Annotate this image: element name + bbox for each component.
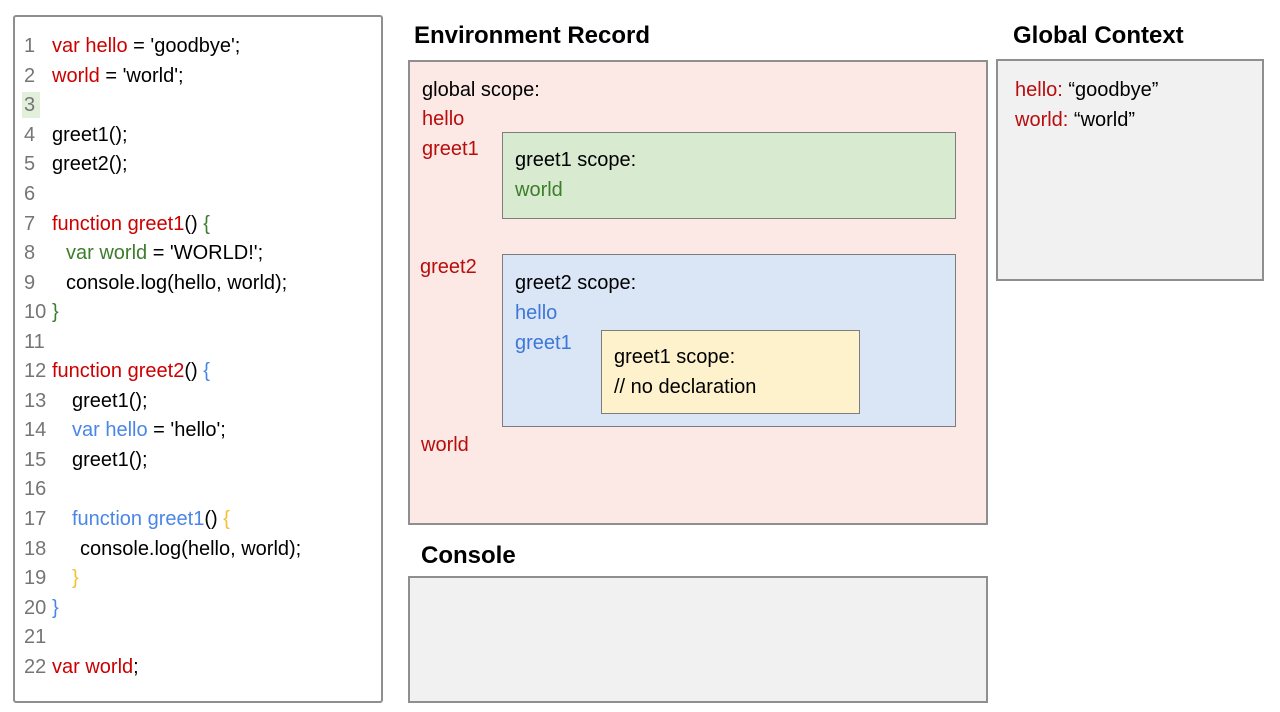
greet2-scope-label: greet2 scope: [515,272,637,294]
line-number: 14 [24,419,47,442]
code-text: console.log(hello, world); [66,271,288,294]
code-text: function greet1() { [72,508,230,531]
code-text: var hello = 'goodbye'; [52,35,241,58]
code-line: 21 [15,623,381,653]
console-output-box [408,576,988,703]
code-text: } [52,596,59,619]
line-number: 16 [24,478,47,501]
line-number: 7 [24,212,36,235]
code-text: function greet2() { [52,360,210,383]
line-number: 20 [24,596,47,619]
line-number: 13 [24,389,47,412]
console-title: Console [421,542,516,569]
line-number: 9 [24,271,36,294]
greet1-scope-label: greet1 scope: [515,149,637,171]
global-context-title: Global Context [1013,22,1184,49]
code-line: 14 var hello = 'hello'; [15,416,381,446]
context-entry-name: hello: [1015,79,1063,101]
code-text: function greet1() { [52,212,210,235]
greet2-scope-variables: hello greet1 [515,299,572,358]
greet2-variable-label: greet2 [420,256,477,278]
scope-variable: world [515,179,563,201]
code-text: greet1(); [72,389,148,412]
code-line: 6 [15,180,381,210]
nested-greet1-scope-label: greet1 scope: [614,346,736,368]
line-number: 18 [24,537,47,560]
code-line: 5 greet2(); [15,150,381,180]
scope-variable: hello [515,302,558,324]
code-line: 1 var hello = 'goodbye'; [15,32,381,62]
greet2-scope-box: greet2 scope: hello greet1 greet1 scope: … [502,254,956,427]
code-text: greet1(); [72,448,148,471]
greet1-scope-box: greet1 scope: world [502,132,956,219]
code-text: var world = 'WORLD!'; [66,242,264,265]
line-number: 22 [24,655,47,678]
code-text: } [72,567,79,590]
code-line: 16 [15,475,381,505]
environment-record-title: Environment Record [414,22,651,49]
code-line: 3 [15,91,381,121]
code-line: 19} [15,564,381,594]
code-line: 9 console.log(hello, world); [15,268,381,298]
code-text: greet1(); [52,123,128,146]
line-number: 15 [24,448,47,471]
code-line: 17 function greet1() { [15,505,381,535]
line-number: 10 [24,301,47,324]
scope-variable: greet1 [422,137,479,160]
greet1-scope-variables: world [515,176,563,206]
line-number: 8 [24,242,36,265]
context-entry-name: world: [1015,108,1069,131]
code-line: 4 greet1(); [15,121,381,151]
line-number: 6 [24,183,36,205]
code-line: 20} [15,593,381,623]
line-number: 12 [24,360,47,383]
context-entry: hello: “goodbye” [1015,76,1262,106]
global-scope-box: global scope: hello greet1 greet1 scope: … [408,60,988,525]
line-number: 4 [24,123,36,146]
line-number: 21 [24,626,47,649]
code-text: } [52,301,59,324]
line-number-highlighted: 3 [15,92,52,119]
context-entry: world: “world” [1015,106,1262,136]
global-context-box: hello: “goodbye”world: “world” [996,59,1264,281]
nested-greet1-scope-box: greet1 scope: // no declaration [601,330,860,414]
code-text: world = 'world'; [52,64,184,87]
code-line: 8 var world = 'WORLD!'; [15,239,381,269]
global-context-entries: hello: “goodbye”world: “world” [998,61,1262,135]
scope-variable: greet1 [515,331,572,354]
global-scope-label: global scope: [422,79,540,101]
code-line: 7 function greet1() { [15,209,381,239]
code-text: console.log(hello, world); [80,537,302,560]
code-line: 11 [15,327,381,357]
line-number: 2 [24,64,36,87]
world-variable-label: world [421,434,469,456]
context-entry-value: “goodbye” [1062,79,1159,101]
global-scope-variables: hello greet1 [422,105,479,164]
no-declaration-comment: // no declaration [614,376,757,398]
code-text: var world; [52,655,139,678]
line-number: 1 [24,35,36,58]
code-line: 18 console.log(hello, world); [15,534,381,564]
code-line: 15 greet1(); [15,446,381,476]
code-text: var hello = 'hello'; [72,419,226,442]
code-text: greet2(); [52,153,128,176]
scope-variable: hello [422,108,465,130]
line-number: 17 [24,508,47,531]
code-line: 10} [15,298,381,328]
code-editor-panel: 1 var hello = 'goodbye'; 2 world = 'world';… [13,15,383,703]
code-lines: 1 var hello = 'goodbye'; 2 world = 'world';… [15,17,381,682]
line-number: 5 [24,153,36,176]
line-number: 11 [24,330,45,353]
code-line: 2 world = 'world'; [15,62,381,92]
line-number: 19 [24,567,47,590]
code-line: 13 greet1(); [15,387,381,417]
context-entry-value: “world” [1068,108,1136,131]
